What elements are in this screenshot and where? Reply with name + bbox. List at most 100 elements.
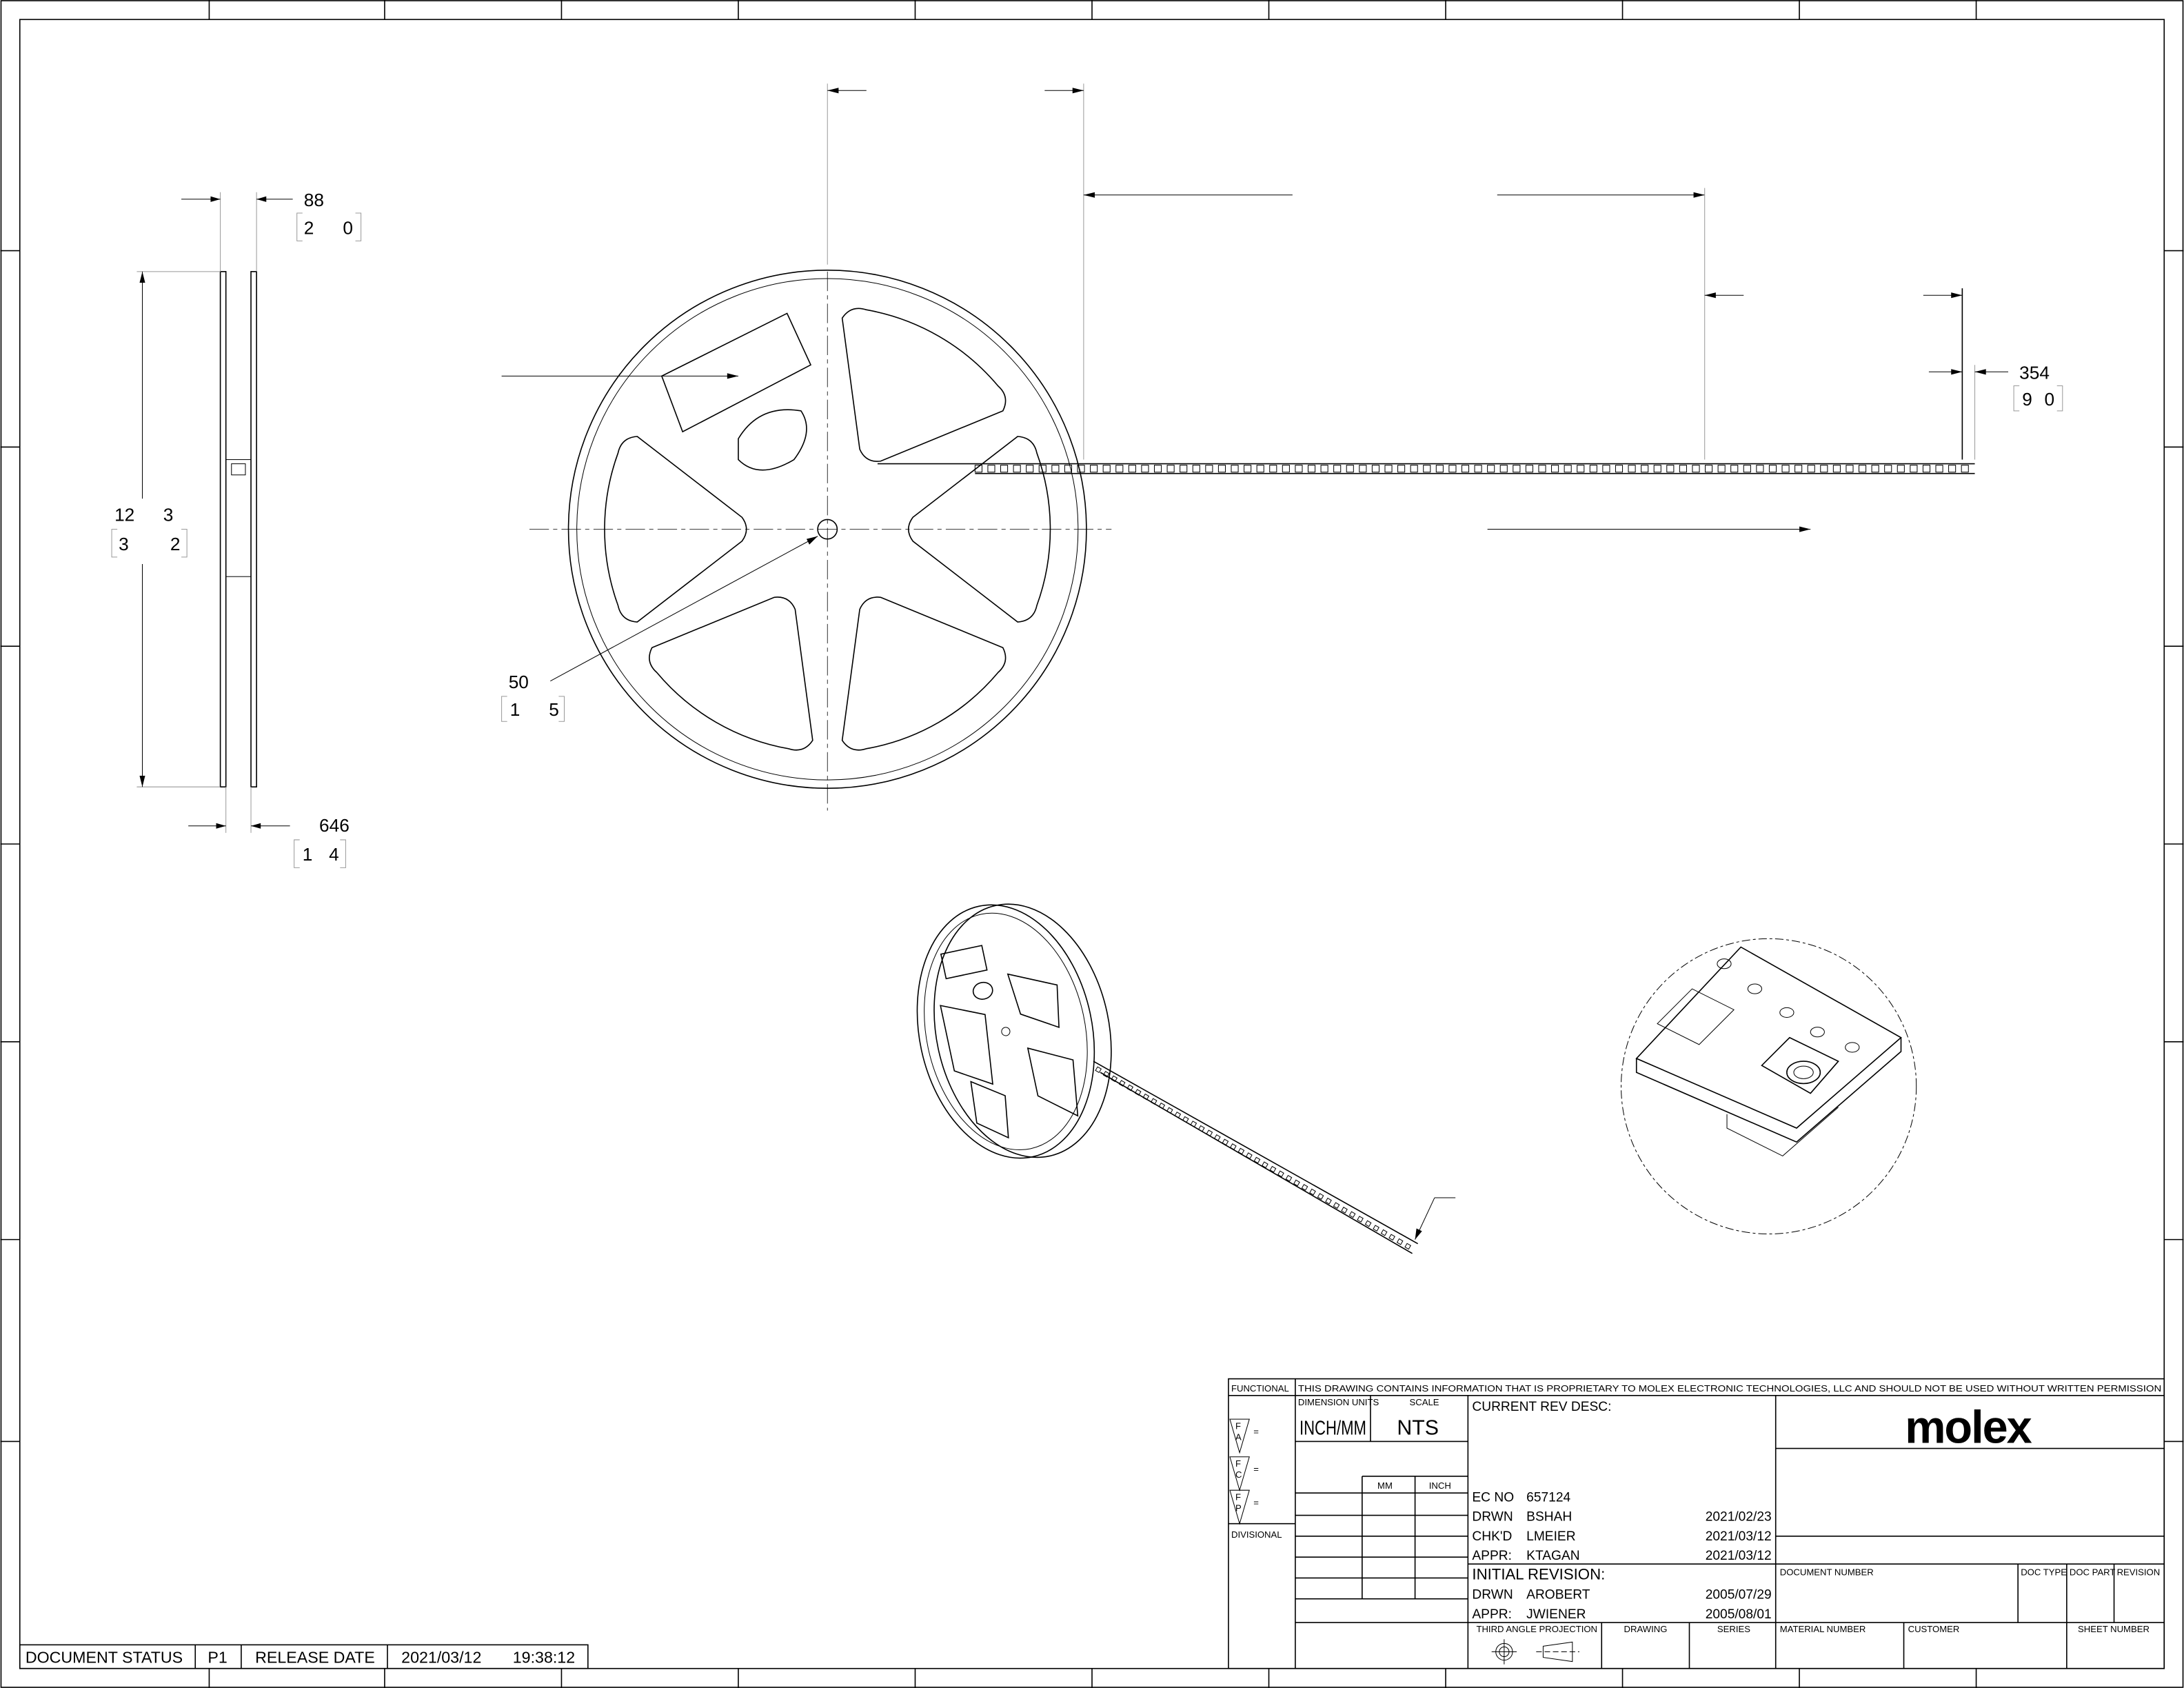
sprocket-hole [1810, 1027, 1825, 1038]
tape-pocket [1064, 465, 1073, 473]
molex-logo: molex [1905, 1403, 2032, 1454]
tape-pocket [1158, 1102, 1166, 1109]
tape-pocket [1705, 465, 1713, 473]
tape-pocket [1357, 1216, 1364, 1223]
tape-pocket [1384, 465, 1393, 473]
dim-flange-gap-mm-right: 0 [343, 217, 353, 238]
svg-text:P: P [1235, 1503, 1242, 1513]
tape-pocket [1346, 465, 1354, 473]
doc-part-label: DOC PART [2070, 1567, 2116, 1577]
reel-spoke-opening [841, 308, 1007, 462]
reel-spoke-opening [604, 436, 747, 623]
drwn-label: DRWN [1472, 1510, 1513, 1525]
dim-hub-hole-mm-right: 5 [549, 699, 559, 720]
tape-pocket [1717, 465, 1726, 473]
doc-type-label: DOC TYPE [2021, 1567, 2067, 1577]
dimension-units-label: DIMENSION UNITS [1298, 1397, 1379, 1407]
tape-pocket [1038, 465, 1046, 473]
tape-pocket [1166, 1107, 1173, 1114]
tape-pocket [1174, 1112, 1182, 1118]
reel-spoke-opening [649, 596, 813, 751]
tape-pocket [1589, 465, 1597, 473]
tape-pocket [1256, 465, 1264, 473]
tape-pocket [1396, 1238, 1404, 1245]
tape-pocket [1126, 1084, 1134, 1092]
sprocket-hole [1747, 983, 1763, 994]
tape-pocket [1348, 1211, 1356, 1218]
tape-pocket [1153, 465, 1162, 473]
init-drwn-date: 2005/07/29 [1706, 1588, 1772, 1602]
current-rev-desc-label: CURRENT REV DESC: [1472, 1400, 1611, 1414]
tape-pocket [1205, 465, 1213, 473]
drwn-date: 2021/02/23 [1706, 1510, 1772, 1525]
tape-pocket [1364, 1220, 1372, 1227]
tape-pocket [1244, 465, 1252, 473]
tape-pocket [1743, 465, 1751, 473]
functional-label: FUNCTIONAL [1231, 1383, 1289, 1394]
tape-pocket [1435, 465, 1444, 473]
reel-isometric-view [916, 903, 1112, 1159]
tape-pocket [1000, 465, 1009, 473]
sprocket-hole [1845, 1042, 1860, 1053]
tape-pocket [1948, 465, 1957, 473]
tape-pocket [1102, 1071, 1110, 1078]
release-date-value: 2021/03/12 [401, 1649, 481, 1667]
reel-spoke-opening [907, 436, 1051, 623]
tape-pocket [1307, 465, 1316, 473]
appr-value: KTAGAN [1526, 1549, 1579, 1563]
tape-pocket [1768, 465, 1777, 473]
tape-pocket [1602, 465, 1610, 473]
document-status-value: P1 [208, 1649, 227, 1667]
proprietary-notice: THIS DRAWING CONTAINS INFORMATION THAT I… [1298, 1383, 2161, 1394]
tape-pocket [1206, 1129, 1213, 1137]
init-appr-value: JWIENER [1526, 1607, 1586, 1622]
tape-pocket [1615, 465, 1624, 473]
tape-pocket [1628, 465, 1636, 473]
tape-pocket [1197, 1125, 1205, 1132]
tape-pocket [1859, 465, 1867, 473]
dim-reel-diameter-inch-left: 12 [114, 504, 134, 525]
reel-spoke-opening [841, 596, 1007, 751]
tape-pocket [1341, 1207, 1348, 1214]
tape-pocket [1231, 465, 1239, 473]
sprocket-hole [1779, 1007, 1794, 1018]
svg-text:F: F [1235, 1491, 1241, 1502]
initial-revision-label: INITIAL REVISION: [1472, 1565, 1605, 1582]
tape-pocket [1577, 465, 1585, 473]
tape-pocket [1115, 465, 1124, 473]
tape-pocket [1282, 465, 1290, 473]
tape-pocket [1961, 465, 1969, 473]
tape-pocket [1388, 1234, 1395, 1241]
tape-pocket [1794, 465, 1803, 473]
chkd-date: 2021/03/12 [1706, 1529, 1772, 1544]
tape-pocket [1269, 1165, 1277, 1173]
tape-pocket [1237, 1147, 1245, 1155]
tape-pocket [1910, 465, 1918, 473]
ec-no-label: EC NO [1472, 1490, 1514, 1505]
init-drwn-value: AROBERT [1526, 1588, 1590, 1602]
third-angle-projection-icon [1491, 1639, 1579, 1665]
svg-text:=: = [1253, 1464, 1259, 1474]
reel-label-area [660, 312, 812, 433]
projection-label: THIRD ANGLE PROJECTION [1476, 1624, 1597, 1634]
release-date-label: RELEASE DATE [255, 1649, 375, 1667]
tape-pocket [1474, 465, 1482, 473]
tape-pocket [1128, 465, 1136, 473]
scale-label: SCALE [1410, 1397, 1439, 1407]
init-appr-label: APPR: [1472, 1607, 1512, 1622]
dim-flange-thickness-mm-left: 1 [303, 844, 313, 865]
tape-pocket [1807, 465, 1815, 473]
tape-pocket [1666, 465, 1675, 473]
tape-pocket [1222, 1138, 1229, 1146]
tape-pocket [1404, 1243, 1411, 1250]
dim-reel-diameter-inch-right: 3 [163, 504, 174, 525]
tape-pocket [1192, 465, 1200, 473]
tape-pocket [1922, 465, 1931, 473]
tape-pocket [1325, 1197, 1332, 1205]
tape-pocket [1846, 465, 1854, 473]
svg-text:C: C [1235, 1469, 1242, 1480]
sheet-number-label: SHEET NUMBER [2078, 1624, 2150, 1634]
tape-pocket [1679, 465, 1687, 473]
tape-pocket [1141, 465, 1149, 473]
dimension-units-value: INCH/MM [1300, 1416, 1366, 1438]
